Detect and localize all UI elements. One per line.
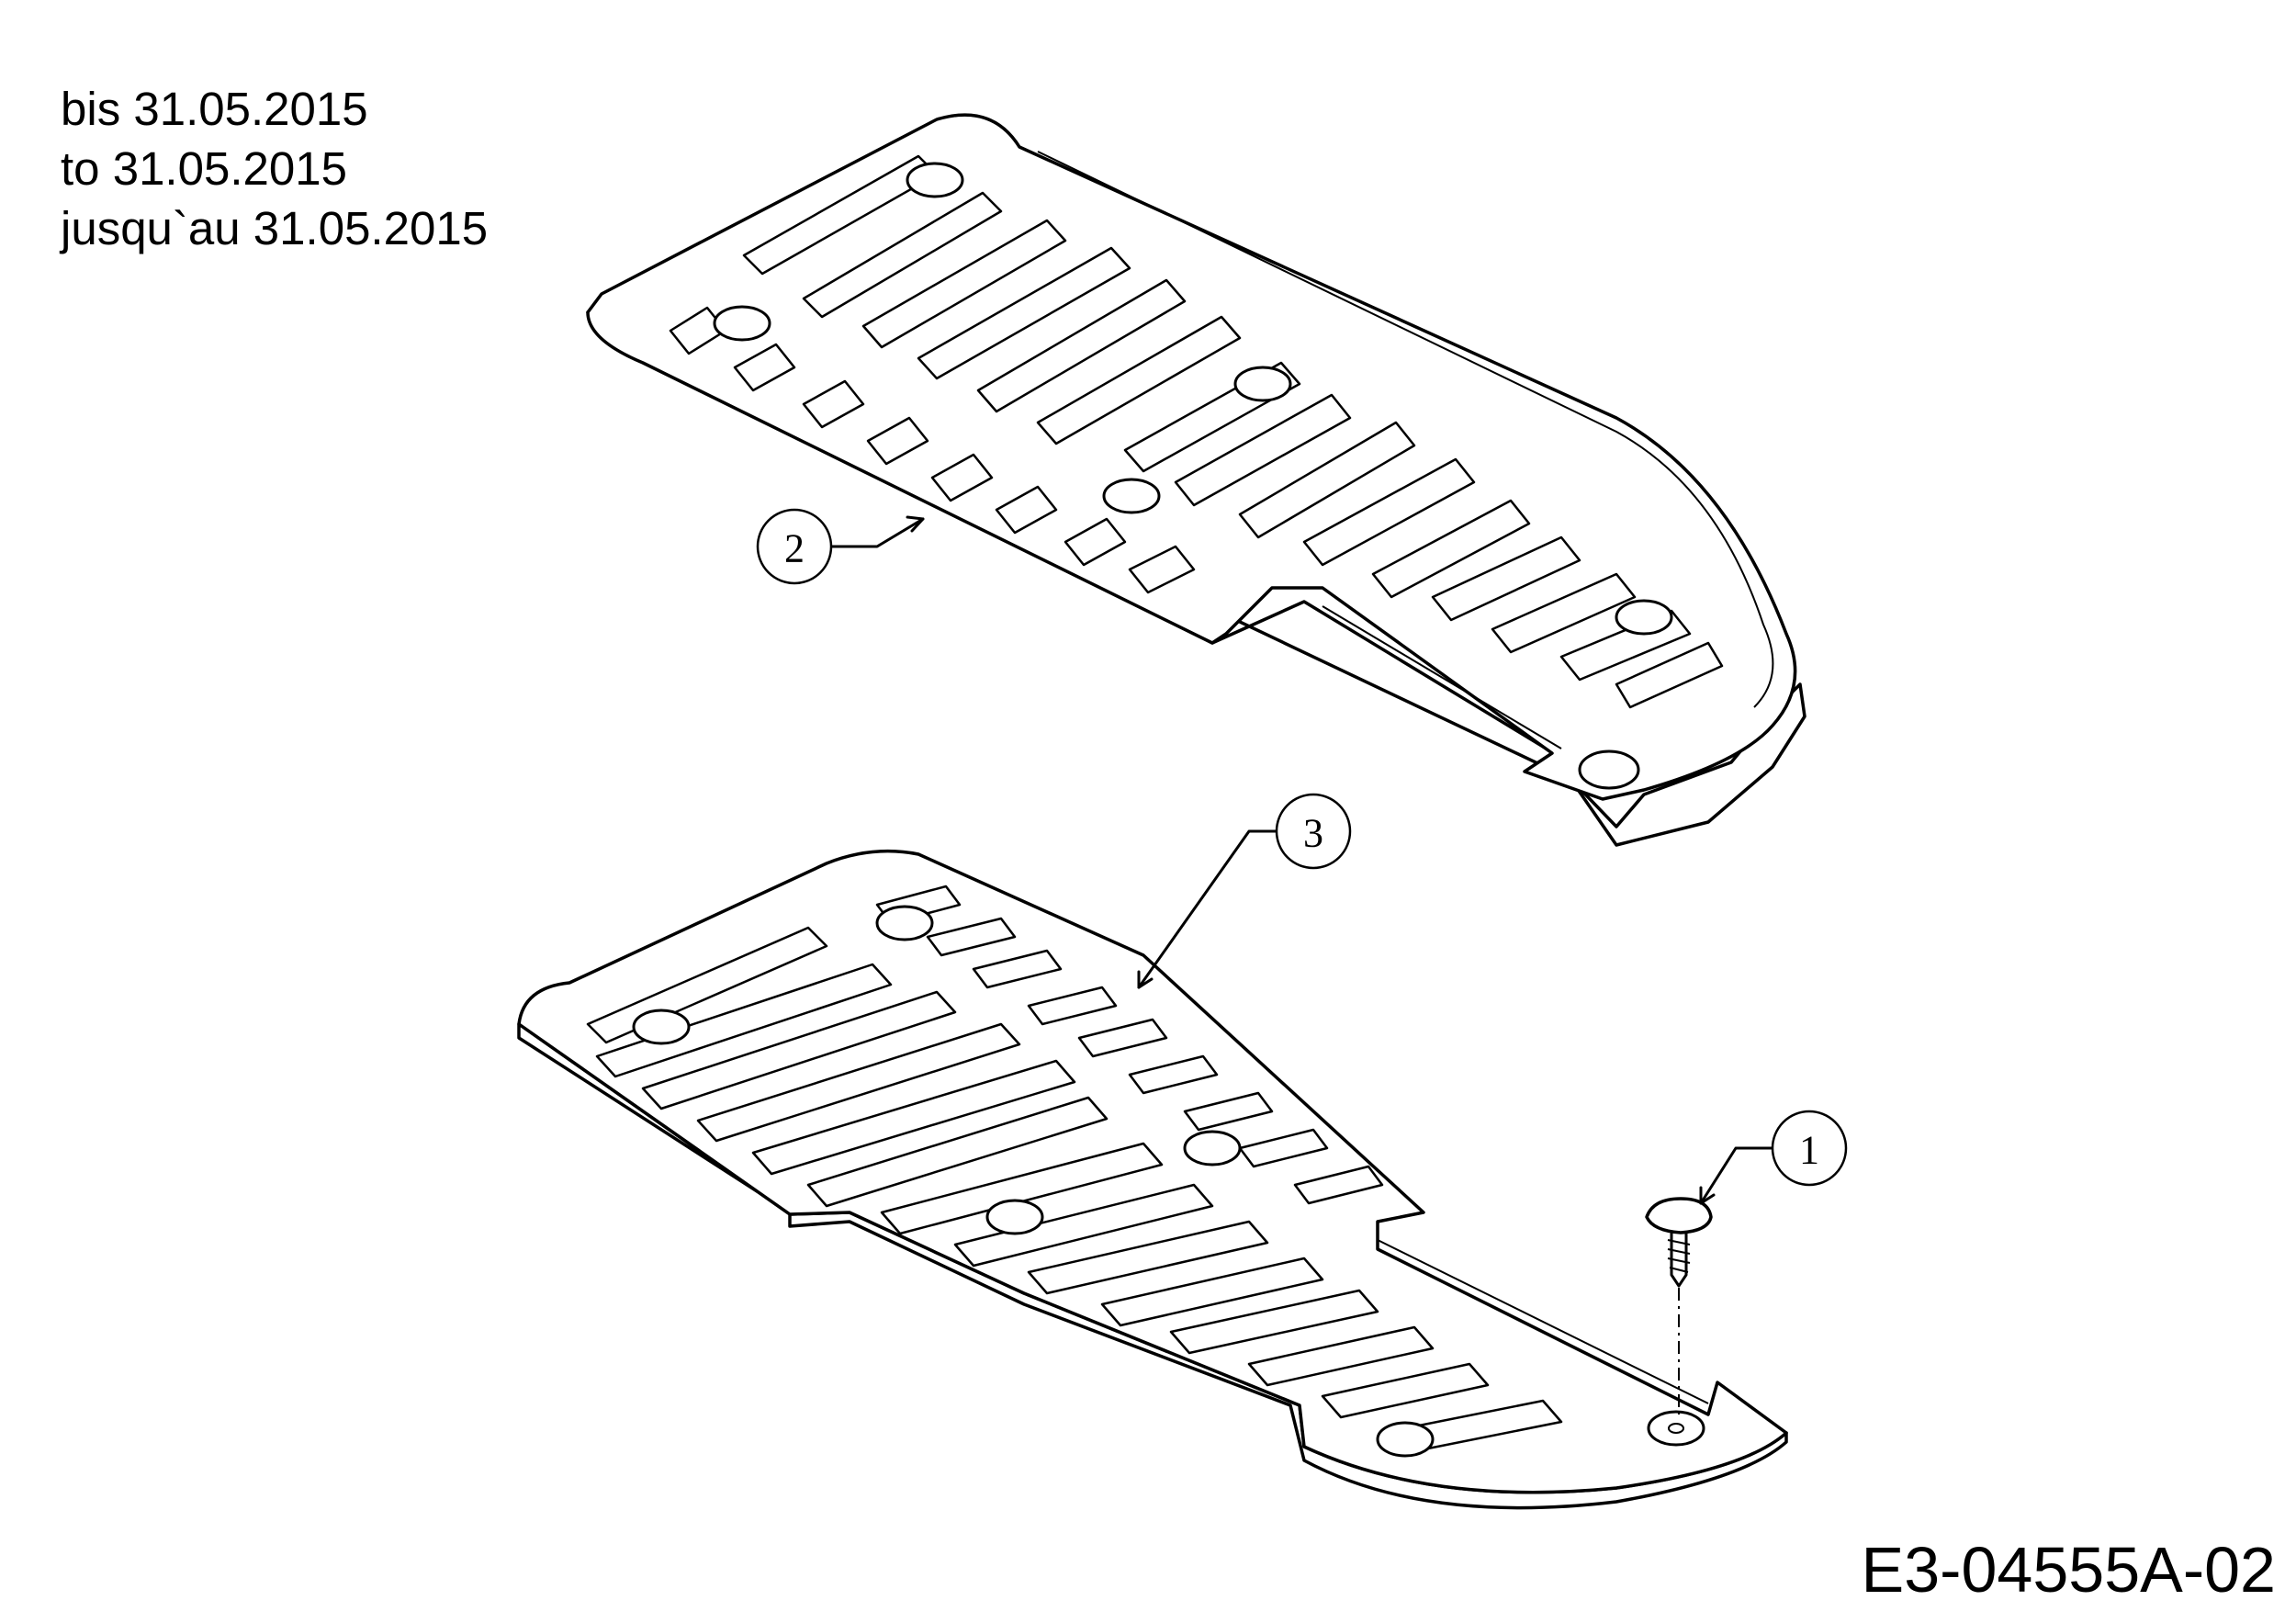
part-1-screw: [1645, 1197, 1713, 1414]
callout-1-number: 1: [1799, 1128, 1819, 1173]
callout-1: 1: [1699, 1110, 1848, 1205]
upper-mat-edge: [586, 310, 1806, 847]
upper-mat-rim: [1037, 151, 1774, 708]
upper-mat-groove: [1322, 605, 1562, 750]
callout-2-number: 2: [784, 526, 805, 571]
upper-mat-notches: [669, 306, 1196, 594]
lower-mat-surface: [517, 849, 1788, 1494]
callout-3-number: 3: [1303, 811, 1323, 856]
validity-note: bis 31.05.2015 to 31.05.2015 jusqu`au 31…: [61, 79, 488, 258]
validity-fr: jusqu`au 31.05.2015: [61, 202, 489, 254]
callout-2: 2: [756, 508, 925, 585]
lower-mat-short-ribs: [875, 885, 1384, 1205]
lower-mat-groove: [1377, 1239, 1709, 1404]
validity-de: bis 31.05.2015: [61, 83, 368, 135]
part-3-lower-mat: [517, 849, 1788, 1510]
callout-3: 3: [1137, 793, 1352, 989]
drawing-id: E3-04555A-02: [1861, 1534, 2276, 1606]
part-2-upper-mat: [586, 113, 1806, 847]
upper-mat-surface: [586, 113, 1797, 801]
validity-en: to 31.05.2015: [61, 142, 347, 195]
